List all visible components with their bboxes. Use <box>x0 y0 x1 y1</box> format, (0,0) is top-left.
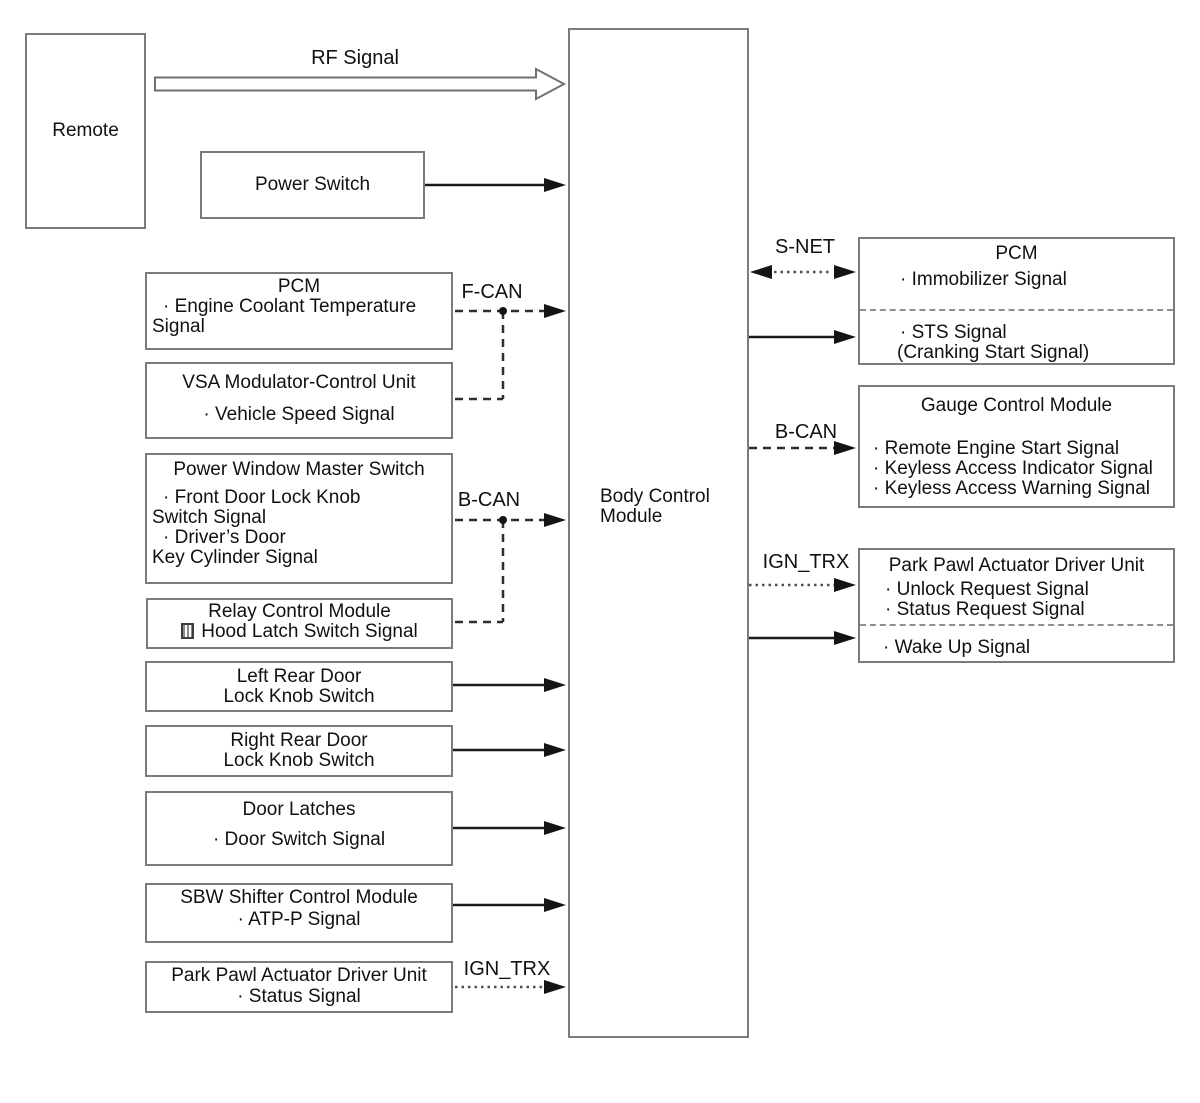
rf-signal-arrow <box>154 67 567 101</box>
sts-arrow <box>749 330 856 344</box>
node-vsa: VSA Modulator-Control Unit · Vehicle Spe… <box>145 362 453 439</box>
node-left-rear-door: Left Rear Door Lock Knob Switch <box>145 661 453 712</box>
node-relay-control-module: Relay Control Module Hood Latch Switch S… <box>146 598 453 649</box>
pwms-line: Switch Signal <box>152 507 267 528</box>
ign-trx-left-label: IGN_TRX <box>463 958 551 980</box>
vsa-title: VSA Modulator-Control Unit <box>182 372 416 393</box>
s-net-connector <box>750 265 856 279</box>
ign-trx-right-connector <box>749 578 856 592</box>
missing-glyph-box-icon <box>181 623 195 639</box>
pp-right-divider <box>860 624 1173 626</box>
power-switch-label: Power Switch <box>254 174 371 195</box>
bcm-label: Body Control Module <box>600 487 710 527</box>
b-can-right-label: B-CAN <box>774 421 838 443</box>
pwms-line: · Driver’s Door <box>163 527 286 548</box>
node-right-rear-door: Right Rear Door Lock Knob Switch <box>145 725 453 777</box>
s-net-label: S-NET <box>775 236 835 258</box>
relay-line-text: Hood Latch Switch Signal <box>201 621 418 642</box>
left-rear-line: Lock Knob Switch <box>223 686 375 707</box>
pcm-right-line: · Immobilizer Signal <box>900 269 1067 290</box>
sbw-line: · ATP-P Signal <box>237 909 361 930</box>
ign-trx-right-label: IGN_TRX <box>762 551 850 573</box>
pcm-left-line: · Engine Coolant Temperature <box>163 296 417 317</box>
right-rear-door-arrow <box>453 743 566 757</box>
pcm-right-title: PCM <box>995 243 1038 264</box>
left-rear-line: Left Rear Door <box>236 666 362 687</box>
pp-right-line: · Status Request Signal <box>885 599 1085 620</box>
node-pcm-left: PCM · Engine Coolant Temperature Signal <box>145 272 453 350</box>
door-latches-title: Door Latches <box>242 799 356 820</box>
gauge-line: · Keyless Access Indicator Signal <box>873 458 1153 479</box>
right-rear-line: Right Rear Door <box>230 730 368 751</box>
pp-right-line: · Wake Up Signal <box>883 637 1031 658</box>
gauge-title: Gauge Control Module <box>920 395 1113 416</box>
sbw-shifter-arrow <box>453 898 566 912</box>
node-power-switch: Power Switch <box>200 151 425 219</box>
bcm-label-line: Module <box>600 506 663 527</box>
node-sbw-shifter: SBW Shifter Control Module · ATP-P Signa… <box>145 883 453 943</box>
pcm-left-title: PCM <box>277 276 321 297</box>
pp-right-line: · Unlock Request Signal <box>885 579 1089 600</box>
node-park-pawl-right: Park Pawl Actuator Driver Unit · Unlock … <box>858 548 1175 663</box>
pcm-right-line: (Cranking Start Signal) <box>897 342 1090 363</box>
gauge-bullets: · Remote Engine Start Signal · Keyless A… <box>860 439 1173 499</box>
vsa-line: · Vehicle Speed Signal <box>203 404 395 425</box>
pp-right-title: Park Pawl Actuator Driver Unit <box>888 555 1145 576</box>
node-door-latches: Door Latches · Door Switch Signal <box>145 791 453 866</box>
wake-up-arrow <box>749 631 856 645</box>
node-pcm-right: PCM · Immobilizer Signal · STS Signal (C… <box>858 237 1175 365</box>
relay-line: Hood Latch Switch Signal <box>148 622 451 642</box>
remote-label: Remote <box>52 120 119 141</box>
pp-right-bullets: · Unlock Request Signal · Status Request… <box>860 580 1173 620</box>
pp-right-lower-section: · Wake Up Signal <box>860 638 1173 658</box>
b-can-right-connector <box>749 441 856 455</box>
door-latches-arrow <box>453 821 566 835</box>
sbw-title: SBW Shifter Control Module <box>180 887 418 908</box>
rf-signal-label: RF Signal <box>311 47 399 69</box>
node-power-window-master-switch: Power Window Master Switch · Front Door … <box>145 453 453 584</box>
pcm-left-line: Signal <box>152 316 205 337</box>
pcm-right-divider <box>860 309 1173 311</box>
pp-left-title: Park Pawl Actuator Driver Unit <box>171 965 427 986</box>
pwms-line: Key Cylinder Signal <box>152 547 318 568</box>
pcm-right-line: · STS Signal <box>900 322 1007 343</box>
power-switch-arrow <box>425 178 566 192</box>
node-body-control-module: Body Control Module <box>568 28 749 1038</box>
pwms-line: · Front Door Lock Knob <box>163 487 361 508</box>
door-latches-line: · Door Switch Signal <box>212 829 386 850</box>
gauge-line: · Remote Engine Start Signal <box>873 438 1120 459</box>
b-can-left-connector <box>455 513 566 624</box>
gauge-line: · Keyless Access Warning Signal <box>873 478 1151 499</box>
relay-title: Relay Control Module <box>208 601 391 622</box>
f-can-connector <box>455 304 566 401</box>
f-can-junction-dot <box>499 307 507 315</box>
node-remote: Remote <box>25 33 146 229</box>
f-can-label: F-CAN <box>461 281 523 303</box>
node-park-pawl-left: Park Pawl Actuator Driver Unit · Status … <box>145 961 453 1013</box>
bcm-label-line: Body Control <box>600 486 710 507</box>
pwms-title: Power Window Master Switch <box>173 459 425 480</box>
b-can-left-label: B-CAN <box>457 489 521 511</box>
pcm-right-lower-section: · STS Signal (Cranking Start Signal) <box>860 323 1173 363</box>
node-gauge-control-module: Gauge Control Module · Remote Engine Sta… <box>858 385 1175 508</box>
b-can-junction-dot <box>499 516 507 524</box>
pp-left-line: · Status Signal <box>237 986 361 1007</box>
ign-trx-left-connector <box>455 980 566 994</box>
left-rear-door-arrow <box>453 678 566 692</box>
right-rear-line: Lock Knob Switch <box>223 750 375 771</box>
